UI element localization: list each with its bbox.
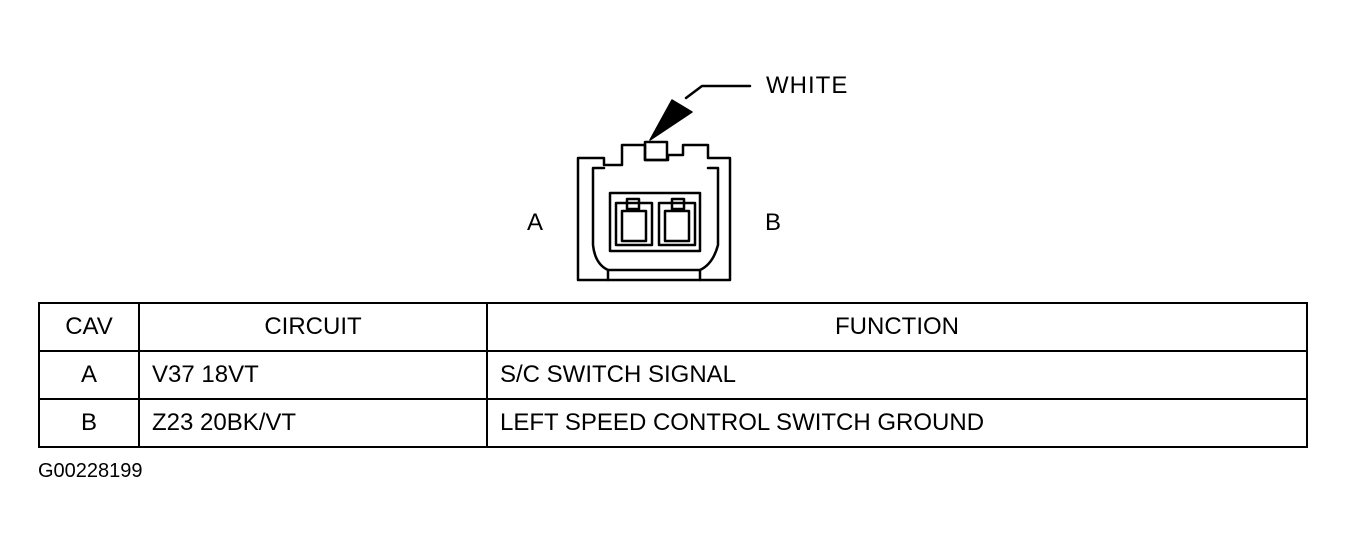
cell-cav: A [38,350,140,400]
figure-id: G00228199 [38,460,143,482]
header-cav: CAV [38,302,140,352]
cavity-label-a: A [527,209,545,236]
table-row: B Z23 20BK/VT LEFT SPEED CONTROL SWITCH … [38,398,1308,448]
white-locking-tab [643,140,669,162]
header-circuit: CIRCUIT [138,302,488,352]
cell-cav: B [38,398,140,448]
connector-housing [576,143,732,282]
color-label: WHITE [766,72,849,99]
pinout-table: CAV CIRCUIT FUNCTION A V37 18VT S/C SWIT… [38,302,1308,448]
cavity-b [657,201,697,247]
leader-line [684,84,752,100]
header-function: FUNCTION [486,302,1308,352]
terminal-housing [608,191,702,253]
cavity-a [614,201,654,247]
cell-function: S/C SWITCH SIGNAL [486,350,1308,400]
cell-circuit: Z23 20BK/VT [138,398,488,448]
cell-circuit: V37 18VT [138,350,488,400]
cavity-label-b: B [765,209,783,236]
arrow-head-icon [649,99,693,141]
table-row: A V37 18VT S/C SWITCH SIGNAL [38,350,1308,400]
connector-inner-body [591,166,720,272]
table-header-row: CAV CIRCUIT FUNCTION [38,302,1308,352]
cell-function: LEFT SPEED CONTROL SWITCH GROUND [486,398,1308,448]
connector-diagram [576,84,752,282]
